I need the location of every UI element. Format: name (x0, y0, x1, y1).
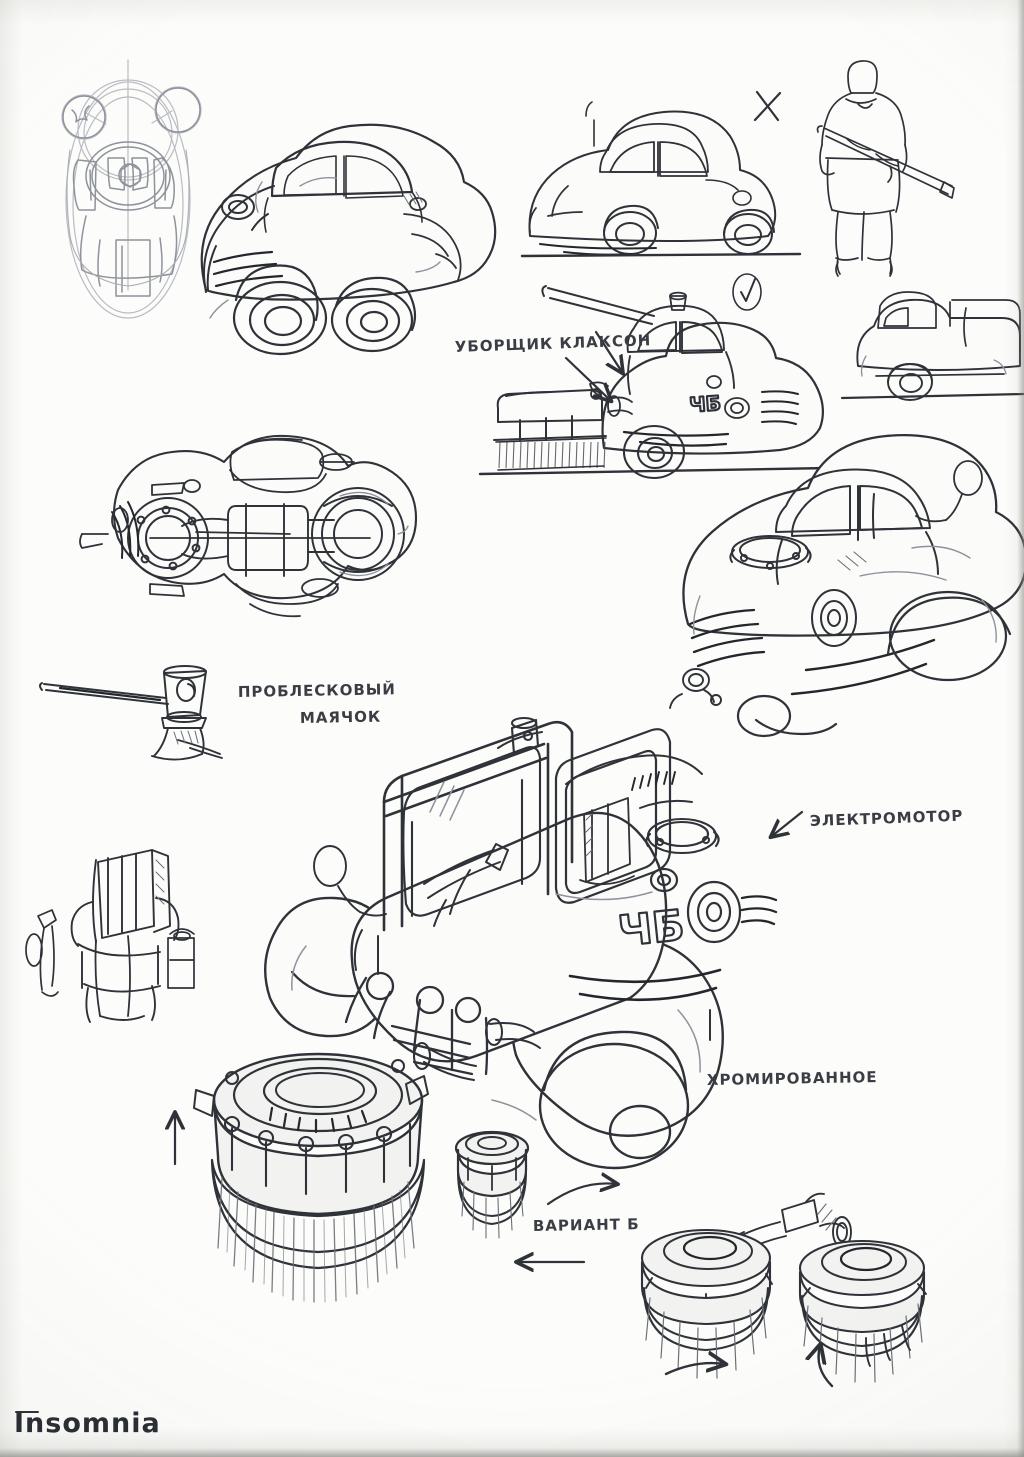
arrow-rotation-left (664, 1363, 724, 1376)
reject-mark (753, 90, 782, 122)
anno-variant-b: ВАРИАНТ Б (533, 1215, 640, 1235)
arrow-to-motor (772, 810, 804, 836)
panel-beacon-detail (39, 665, 223, 761)
arrow-curved-variant (546, 1183, 616, 1206)
anno-sweeper-horn: УБОРЩИК КЛАКСОН (455, 331, 652, 356)
paper-edge-bottom (0, 1448, 1024, 1457)
secondary-brush-head (454, 1130, 530, 1239)
arrow-rotation-right (819, 1346, 834, 1388)
anno-beacon-line2: МАЯЧОК (300, 708, 382, 727)
vehicle-badges: ЧБ ЧБ (615, 390, 723, 957)
badge-main-sweeper: ЧБ (616, 900, 687, 956)
panel-seat-detail (25, 849, 195, 1023)
panel-sweeper-side-approved (478, 285, 832, 480)
approve-mark (732, 273, 762, 311)
panel-brush-variants (640, 1192, 927, 1383)
paper-edge-right (1017, 0, 1024, 1457)
badge-small-sweeper: ЧБ (689, 391, 722, 417)
panel-front-view-construction (61, 59, 202, 319)
main-brush-head (193, 1052, 429, 1303)
panel-hero-large-quarter (669, 434, 1024, 738)
panel-top-view-plan (79, 434, 418, 618)
anno-electric-motor: ЭЛЕКТРОМОТОР (810, 807, 964, 830)
anno-chromed: ХРОМИРОВАННОЕ (707, 1068, 878, 1089)
artist-signature: Insomnia (14, 1408, 161, 1439)
brush-variant-left (640, 1228, 773, 1379)
signature-text: Insomnia (14, 1408, 161, 1439)
annotation-arrows (175, 330, 834, 1388)
panel-main-hero-sweeper (193, 716, 778, 1303)
panel-truck-thumbnail (840, 291, 1024, 401)
arrow-to-horn (594, 330, 622, 372)
panel-side-profile-reject (520, 101, 802, 258)
arrow-to-horn-2 (564, 356, 610, 400)
brush-variant-right (798, 1239, 927, 1383)
panel-three-quarter-hero (200, 123, 497, 356)
panel-operator-figure (816, 60, 955, 277)
anno-beacon-line1: ПРОБЛЕСКОВЫЙ (238, 679, 396, 701)
